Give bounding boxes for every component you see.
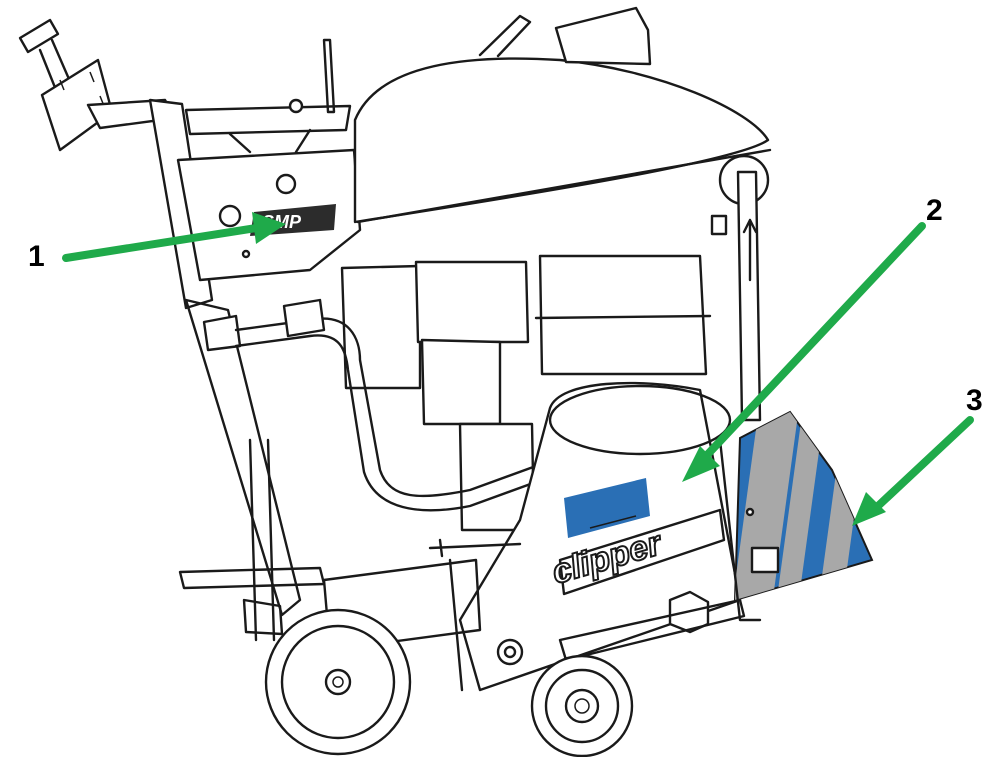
arrow-head-icon <box>852 492 886 526</box>
lower-chassis <box>322 538 746 692</box>
blade-guard <box>718 410 874 622</box>
water-tank <box>353 6 772 224</box>
arrow-head-icon <box>682 446 720 482</box>
callout-number-2: 2 <box>926 194 943 227</box>
callout-number-1: 1 <box>28 240 45 273</box>
front-wheel <box>530 654 634 757</box>
callout-arrow-3 <box>852 416 974 526</box>
lift-post <box>710 154 770 422</box>
engine <box>340 254 712 532</box>
callout-arrow-1 <box>62 212 286 262</box>
control-box: SMP <box>176 38 362 282</box>
rear-wheel <box>264 608 412 756</box>
machine-frame <box>178 298 326 642</box>
callout-arrow-2 <box>682 222 926 482</box>
arrow-head-icon <box>252 212 286 244</box>
callout-number-3: 3 <box>966 384 983 417</box>
